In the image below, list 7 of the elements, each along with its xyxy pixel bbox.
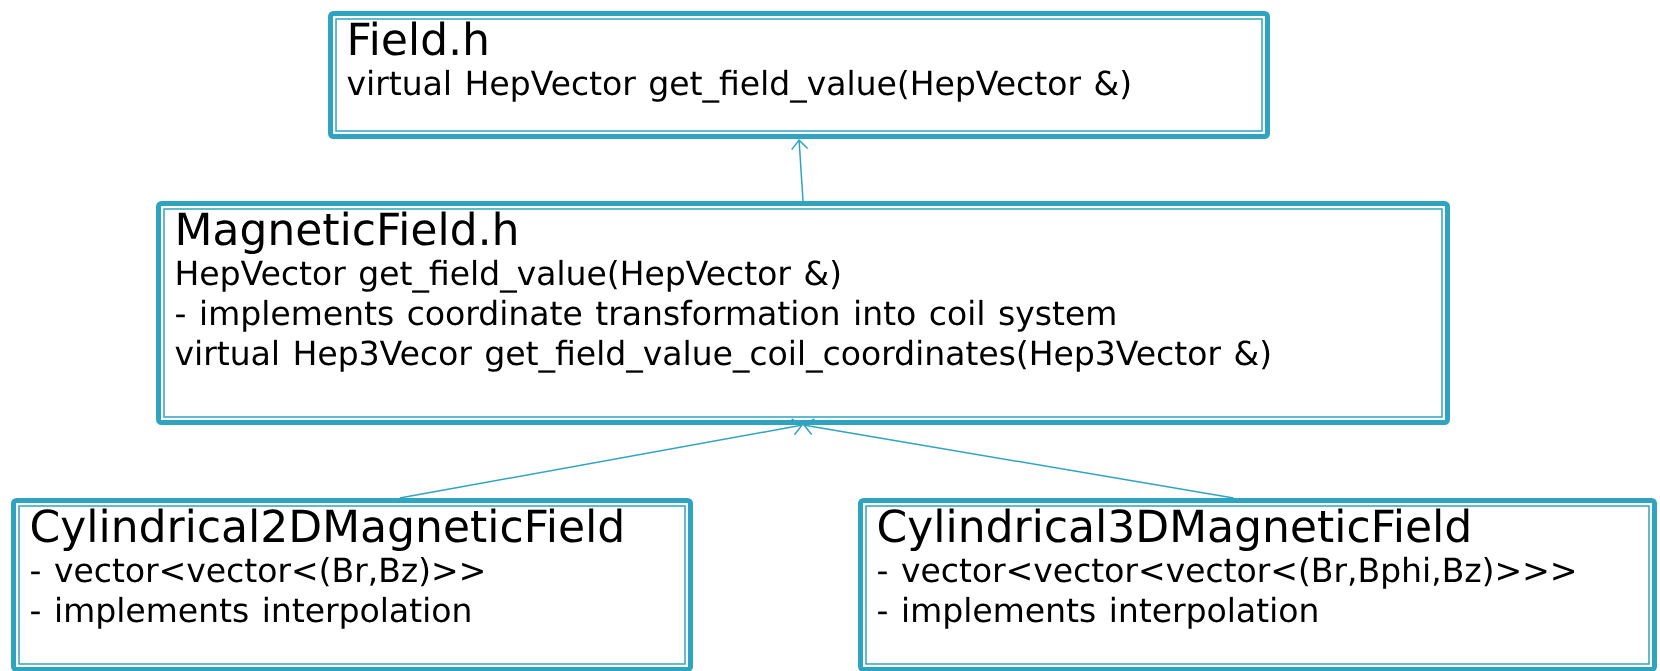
arrow — [790, 139, 809, 202]
class-box: Cylindrical2DMagneticField - vector<vector<(Br,Bz)>> - implements interpolation — [11, 498, 693, 671]
class-box: MagneticField.h HepVector get_field_value(HepVector &) - implements coordinate transformation into coil system virtual Hep3Vecor get_field_value_coil_coordinates(Hep3Vector &) — [156, 201, 1450, 425]
class-box: Cylindrical3DMagneticField - vector<vector<vector<(Br,Bphi,Bz)>>> - implements interpolation — [858, 498, 1657, 671]
arrow — [803, 418, 1235, 499]
arrow — [399, 418, 803, 499]
class-box: Field.h virtual HepVector get_field_value(HepVector &) — [328, 11, 1270, 139]
